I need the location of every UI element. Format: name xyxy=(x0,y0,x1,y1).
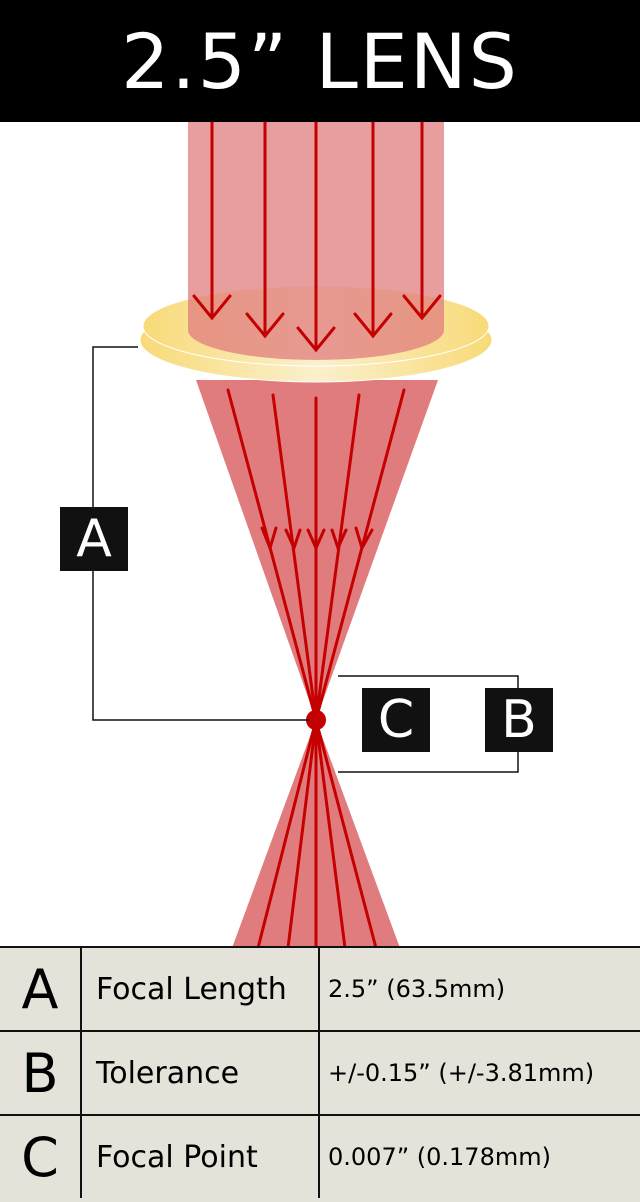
label-a-text: A xyxy=(76,509,112,569)
spec-table: A Focal Length 2.5” (63.5mm) B Tolerance… xyxy=(0,946,640,1202)
row-key: B xyxy=(0,1032,82,1114)
ray-arrow xyxy=(296,122,336,353)
row-key: C xyxy=(0,1116,82,1198)
row-value: +/-0.15” (+/-3.81mm) xyxy=(328,1059,595,1087)
label-a: A xyxy=(60,507,128,571)
ray-arrow xyxy=(402,122,442,321)
label-c-text: C xyxy=(377,690,415,750)
row-value: 0.007” (0.178mm) xyxy=(328,1143,551,1171)
incoming-rays xyxy=(192,122,442,353)
page-title: 2.5” LENS xyxy=(121,16,519,106)
focal-point-dot xyxy=(306,710,326,730)
row-value: 2.5” (63.5mm) xyxy=(328,975,506,1003)
ray-arrowheads xyxy=(260,526,374,553)
lens-diagram xyxy=(92,122,519,948)
label-c: C xyxy=(362,688,430,752)
ray-arrow xyxy=(353,122,393,339)
label-b: B xyxy=(485,688,553,752)
bracket-b xyxy=(338,675,519,773)
ray-arrow xyxy=(245,122,285,339)
row-name: Tolerance xyxy=(82,1032,320,1114)
label-b-text: B xyxy=(501,690,537,750)
row-key: A xyxy=(0,948,82,1030)
table-row: C Focal Point 0.007” (0.178mm) xyxy=(0,1116,640,1198)
row-name: Focal Length xyxy=(82,948,320,1030)
title-banner: 2.5” LENS xyxy=(0,0,640,122)
ray-arrow xyxy=(192,122,232,321)
table-row: B Tolerance +/-0.15” (+/-3.81mm) xyxy=(0,1032,640,1116)
table-row: A Focal Length 2.5” (63.5mm) xyxy=(0,948,640,1032)
row-name: Focal Point xyxy=(82,1116,320,1198)
